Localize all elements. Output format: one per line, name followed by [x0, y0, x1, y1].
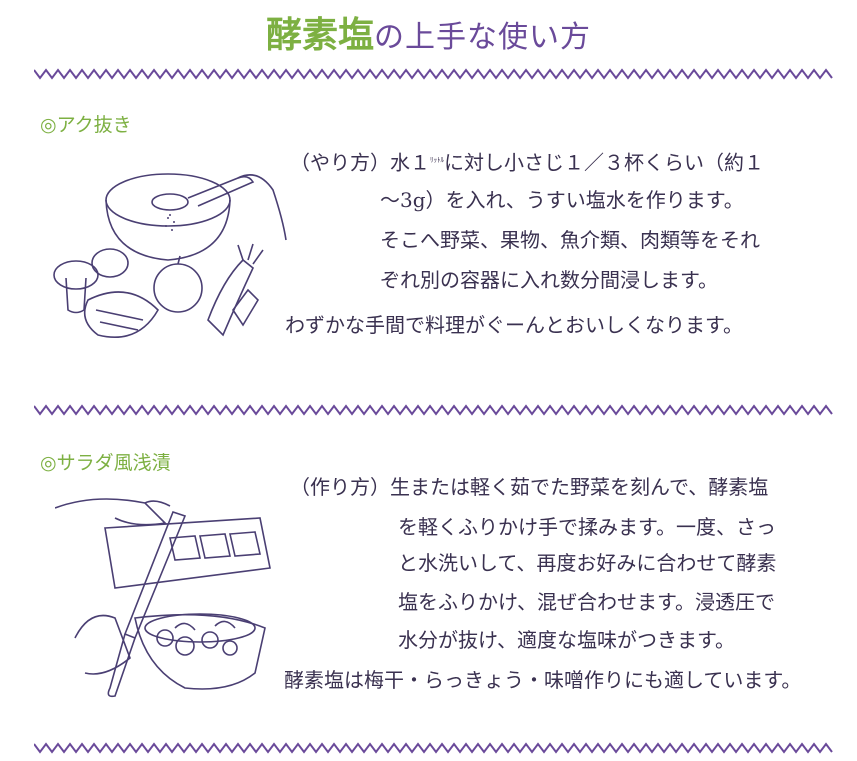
section1-line-4: ぞれ別の容器に入れ数分間浸します。	[380, 268, 718, 292]
bowl-vegetables-illustration	[53, 173, 287, 339]
title-accent: 酵素塩	[265, 14, 374, 56]
section-heading-aku: ◎アク抜き	[40, 114, 132, 136]
section1-line-1: （やり方）水１ﾘｯﾄﾙに対し小さじ１／３杯くらい（約１	[290, 140, 764, 183]
page-title: 酵素塩の上手な使い方	[0, 6, 857, 58]
cutting-board-illustration	[55, 498, 271, 698]
zigzag-divider-middle	[34, 404, 833, 416]
zigzag-divider-top	[34, 68, 833, 80]
section1-line-2: 〜3g）を入れ、うすい塩水を作ります。	[380, 188, 744, 212]
section1-line-1-b: に対し小さじ１／３杯くらい（約１	[444, 150, 764, 175]
section2-line-5: 水分が抜け、適度な塩味がつきます。	[398, 628, 735, 652]
section1-line-1-a: （やり方）水１	[290, 150, 430, 175]
zigzag-line	[34, 404, 833, 416]
section2-line-1: （作り方）生または軽く茹でた野菜を刻んで、酵素塩	[290, 475, 769, 499]
liter-ruby: ﾘｯﾄﾙ	[430, 156, 444, 164]
section2-line-2: を軽くふりかけ手で揉みます。一度、さっ	[398, 515, 776, 539]
section1-line-3: そこへ野菜、果物、魚介類、肉類等をそれ	[380, 228, 760, 252]
zigzag-line	[34, 68, 833, 80]
zigzag-divider-bottom	[34, 742, 833, 754]
section-heading-salad: ◎サラダ風浅漬	[40, 452, 171, 474]
title-rest: の上手な使い方	[374, 20, 591, 55]
section1-line-5: わずかな手間で料理がぐーんとおいしくなります。	[285, 313, 743, 337]
section2-line-4: 塩をふりかけ、混ぜ合わせます。浸透圧で	[398, 590, 775, 614]
section2-line-6: 酵素塩は梅干・らっきょう・味噌作りにも適しています。	[284, 668, 802, 692]
zigzag-line	[34, 742, 833, 754]
section2-line-3: と水洗いして、再度お好みに合わせて酵素	[398, 551, 777, 575]
